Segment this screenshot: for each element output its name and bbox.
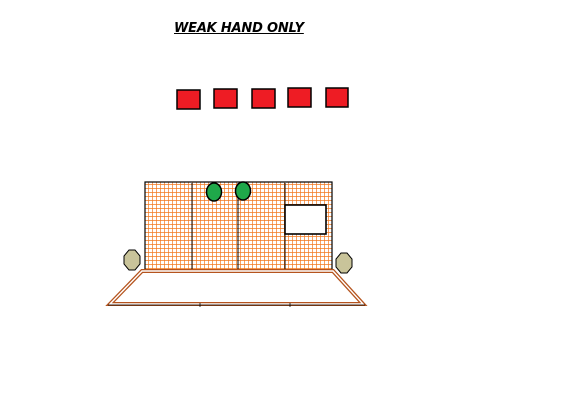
steel-target-icon: [325, 87, 349, 108]
barrel-icon: [123, 249, 141, 271]
wall-window: [284, 204, 327, 235]
targets: [176, 87, 349, 110]
barrel-icon: [335, 252, 353, 274]
steel-target-icon: [176, 89, 201, 110]
stage-title: WEAK HAND ONLY: [174, 21, 304, 36]
fault-line: [105, 269, 368, 307]
port-icon: [234, 181, 252, 201]
steel-target-icon: [287, 87, 312, 108]
steel-target-icon: [251, 88, 276, 109]
wall: [144, 181, 333, 272]
port-icon: [205, 182, 223, 202]
barrels: [123, 249, 353, 274]
steel-target-icon: [213, 88, 238, 109]
